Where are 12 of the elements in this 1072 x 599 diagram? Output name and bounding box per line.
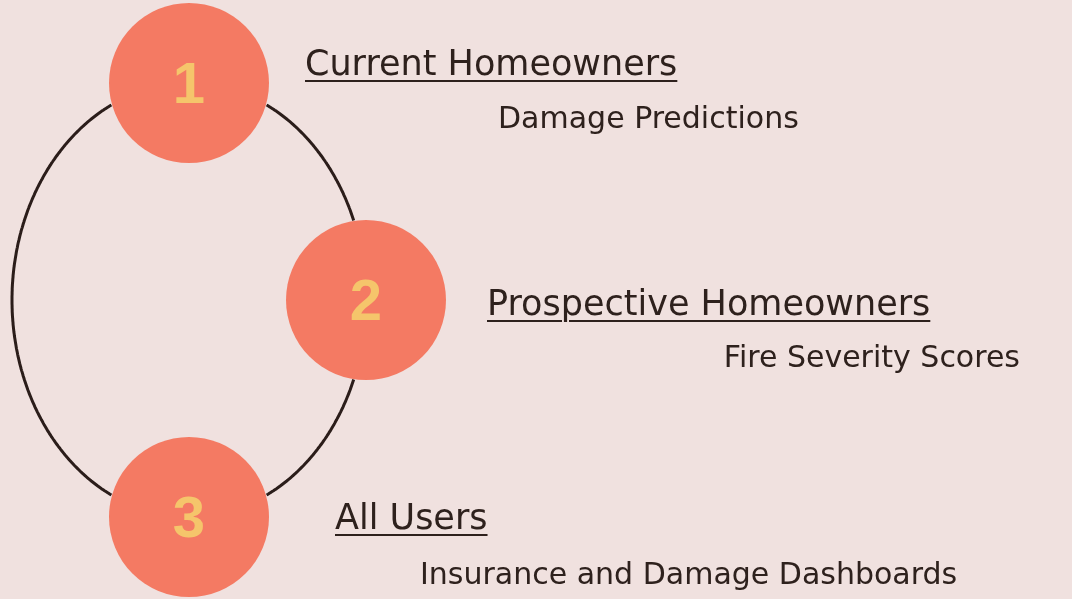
feature-description: Damage Predictions — [498, 100, 799, 136]
step-number: 2 — [349, 271, 383, 329]
audience-heading: All Users — [335, 496, 488, 538]
connector-arc — [10, 103, 113, 497]
step-number: 1 — [172, 54, 206, 112]
audience-heading: Prospective Homeowners — [487, 282, 931, 324]
audience-heading: Current Homeowners — [305, 42, 678, 84]
step-number: 3 — [172, 488, 206, 546]
connector-arc — [265, 379, 356, 497]
connector-arc — [265, 103, 356, 221]
feature-description: Fire Severity Scores — [723, 339, 1020, 375]
feature-description: Insurance and Damage Dashboards — [420, 556, 958, 592]
